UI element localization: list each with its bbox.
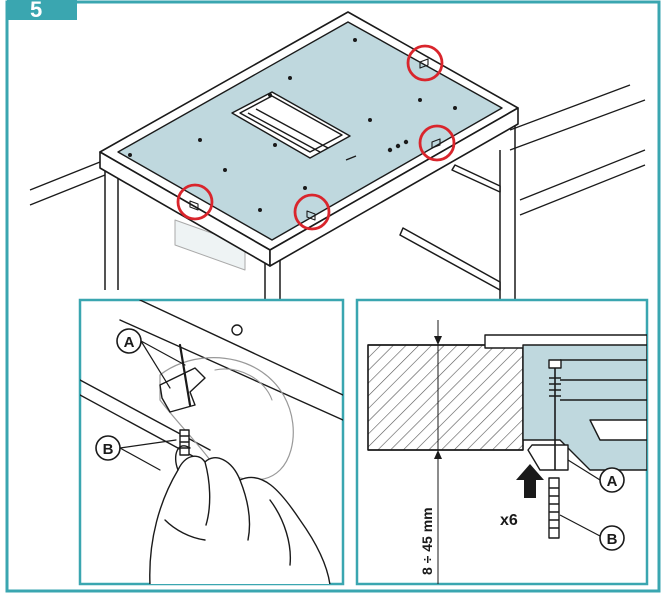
callout-right-b: B	[599, 525, 625, 551]
callout-right-a: A	[599, 467, 625, 493]
svg-text:A: A	[124, 334, 135, 351]
highlight-circles	[176, 44, 456, 231]
callout-left-a: A	[116, 328, 142, 354]
svg-text:B: B	[607, 531, 618, 548]
screw-b	[548, 477, 560, 539]
svg-text:A: A	[607, 473, 618, 490]
svg-text:B: B	[103, 441, 114, 458]
callout-left-b: B	[95, 435, 121, 461]
highlight-circle-back-right	[406, 44, 444, 82]
highlight-circle-right	[418, 124, 456, 162]
highlight-circle-front-left	[176, 183, 214, 221]
step-number: 5	[30, 0, 42, 22]
countertop-section	[367, 344, 524, 451]
main-illustration	[29, 11, 646, 300]
dimension-label: 8 ÷ 45 mm	[419, 507, 435, 575]
highlight-circle-front-right	[293, 193, 331, 231]
bracket-a	[527, 444, 569, 471]
quantity-label: x6	[500, 512, 518, 529]
detail-panel-left: A B	[78, 298, 345, 586]
step-badge: 5	[7, 0, 77, 22]
bracket-marks	[189, 58, 441, 221]
detail-panel-right: x6 8 ÷ 45 mm A B	[355, 298, 649, 586]
countertop-lines	[29, 84, 646, 216]
push-up-arrow-icon	[516, 464, 544, 498]
cooktop	[117, 21, 503, 241]
